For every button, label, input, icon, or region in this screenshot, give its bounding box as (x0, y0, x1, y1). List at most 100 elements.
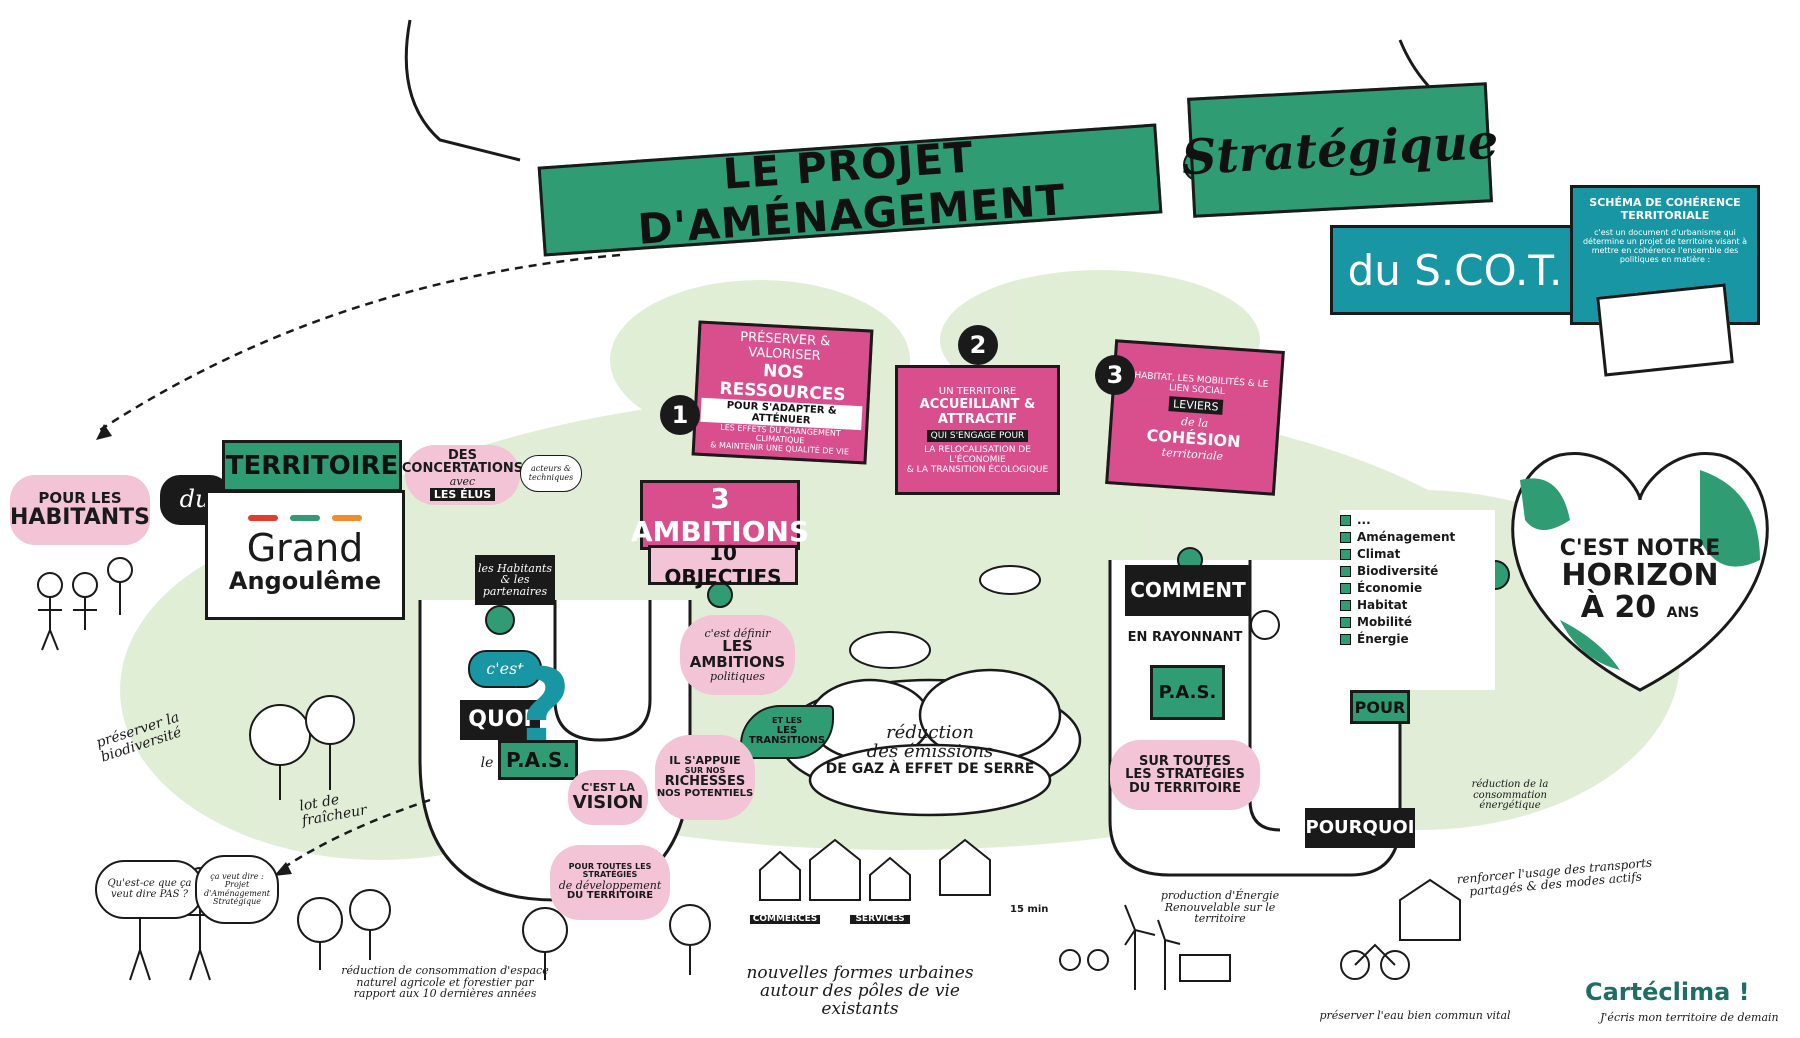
cest-label: c'est (486, 658, 524, 678)
scot-banner: du S.CO.T. (1330, 225, 1580, 315)
strategies-1: sur toutes (1138, 753, 1232, 769)
define-ambitions-bubble: c'est définir les ambitions politiques (680, 615, 795, 695)
cloud-small (849, 565, 1041, 669)
objectifs-banner: 10 objectifs (648, 541, 798, 589)
commerces-sign: Commerces (750, 914, 820, 925)
title-banner-right: Stratégique (1180, 82, 1500, 218)
vision-bubble: c'est la Vision (568, 770, 648, 825)
define-1: c'est définir (704, 626, 771, 640)
pas-badge-left: P.A.S. (498, 740, 578, 780)
vision-2: Vision (572, 791, 644, 813)
question-text: Qu'est-ce que ça veut dire PAS ? (107, 878, 192, 900)
strategies-3: du territoire (1128, 780, 1242, 796)
ambition2-l2: accueillant & attractif (919, 396, 1036, 427)
pour-label: Pour (1354, 697, 1406, 717)
for-the-label: Pour les (38, 488, 122, 507)
horizon-text: c'est notre Horizon à 20 ans (1540, 510, 1740, 650)
ambitions-title: 3 Ambitions (630, 482, 810, 548)
concertations-label: des Concertations (401, 447, 524, 477)
inhabitants-label: Habitants (10, 505, 150, 531)
define-2: les ambitions (689, 637, 786, 671)
why-item: Économie (1340, 581, 1495, 595)
village-houses (759, 838, 1461, 941)
note-eau: préserver l'eau bien commun vital (1319, 1009, 1511, 1022)
u-path-center (553, 600, 652, 742)
why-item: Habitat (1340, 598, 1495, 612)
trees (249, 695, 711, 980)
dashed-arrow-top (99, 253, 621, 432)
pas-label-left: P.A.S. (505, 748, 571, 772)
note-formes: nouvelles formes urbaines autour des pôl… (746, 963, 974, 1019)
transitions-2: les transitions (748, 724, 826, 747)
heart-map-green (1520, 470, 1760, 670)
horizon-l2: Horizon (1561, 558, 1719, 594)
ambition3-l2: leviers (1168, 395, 1224, 415)
solar-panel (1179, 954, 1231, 982)
territory-banner: Territoire (222, 440, 402, 492)
emissions-l2: des émissions (866, 740, 994, 762)
note-renouvelable: production d'Énergie Renouvelable sur le… (1160, 889, 1280, 926)
horizon-l3: à 20 (1580, 589, 1657, 625)
cloud-emissions (778, 668, 1082, 817)
arrowhead-bottom (274, 862, 292, 876)
vision-3: pour toutes les stratégies (568, 862, 652, 880)
acteurs-bubble: acteurs & techniques (520, 455, 582, 492)
services-sign: Services (850, 914, 910, 925)
le-label: le (480, 754, 494, 771)
ambition2-l1: Un territoire (938, 385, 1017, 397)
ambition2-l3: qui s'engage pour (926, 429, 1029, 442)
habitants-partenaires-badge: les Habitants & les partenaires (475, 555, 555, 605)
question-bubble: Qu'est-ce que ça veut dire PAS ? (95, 860, 204, 919)
pas-badge-right: P.A.S. (1150, 665, 1225, 720)
grand-angouleme-logo: Grand Angoulême (205, 490, 405, 620)
pas-label-right: P.A.S. (1158, 682, 1217, 703)
objectifs-label: 10 objectifs (664, 541, 782, 589)
footer-tagline: J'écris mon territoire de demain (1600, 1011, 1779, 1024)
ambition2-card: Un territoire accueillant & attractif qu… (895, 365, 1060, 495)
partenaires-label: & les partenaires (482, 573, 548, 598)
title-part3: du S.CO.T. (1347, 245, 1563, 295)
quoi-label: Quoi (468, 707, 532, 733)
elus-label: les élus (429, 487, 496, 502)
pourquoi-badge: Pourquoi (1305, 808, 1415, 848)
why-list-panel: ... Aménagement Climat Biodiversité Écon… (1340, 510, 1495, 690)
pour-badge: Pour (1350, 690, 1410, 724)
appuie-1: Il s'appuie (669, 754, 741, 768)
wind-turbines (1124, 904, 1181, 990)
transitions-leaf: et les les transitions (740, 705, 834, 759)
why-item: Mobilité (1340, 615, 1495, 629)
concertations-bubble: des Concertations avec les élus (401, 445, 524, 505)
define-3: politiques (710, 669, 765, 683)
footer-brand: Cartéclima ! (1585, 978, 1750, 1006)
rayonnant-label-wrap: en rayonnant (1120, 625, 1250, 650)
appuie-bubble: Il s'appuie sur nos richesses nos potent… (655, 735, 755, 820)
comment-badge: Comment (1125, 565, 1251, 616)
appuie-2: sur nos (684, 766, 726, 775)
comment-label: Comment (1130, 578, 1246, 602)
for-inhabitants-badge: Pour les Habitants (10, 475, 150, 545)
horizon-l1: c'est notre (1559, 535, 1721, 561)
ambition2-l4: la relocalisation de l'économie (924, 444, 1031, 465)
ambition3-card: L'habitat, les mobilités & le lien socia… (1105, 339, 1285, 496)
why-item: Climat (1340, 547, 1495, 561)
logo-marks (248, 515, 362, 521)
ambition1-card: Préserver & Valoriser nos ressources pou… (691, 320, 874, 465)
strategies-bubble: sur toutes les stratégies du territoire (1110, 740, 1260, 810)
answer-bubble: ça veut dire : Projet d'Aménagement Stra… (195, 855, 279, 924)
horizon-l4: ans (1666, 604, 1700, 621)
why-list: ... Aménagement Climat Biodiversité Écon… (1340, 513, 1495, 646)
ambition2-number: 2 (958, 325, 998, 365)
appuie-3: richesses (664, 774, 746, 790)
ambition1-number: 1 (660, 395, 700, 435)
scot-text: c'est un document d'urbanisme qui déterm… (1582, 228, 1748, 264)
cest-badge: c'est (468, 650, 542, 688)
brand-line1: Grand (246, 526, 364, 570)
note-conso-energie: réduction de la consommation énergétique (1471, 779, 1549, 811)
quoi-badge: Quoi (460, 700, 540, 740)
hand-left (404, 19, 521, 162)
appuie-4: nos potentiels (656, 788, 754, 800)
minutes-label: 15 min (1010, 904, 1049, 915)
habitants-label: les Habitants (477, 561, 552, 575)
development-bubble: pour toutes les stratégies de développem… (550, 845, 670, 920)
ambition2-l5: & la transition écologique (906, 464, 1049, 475)
